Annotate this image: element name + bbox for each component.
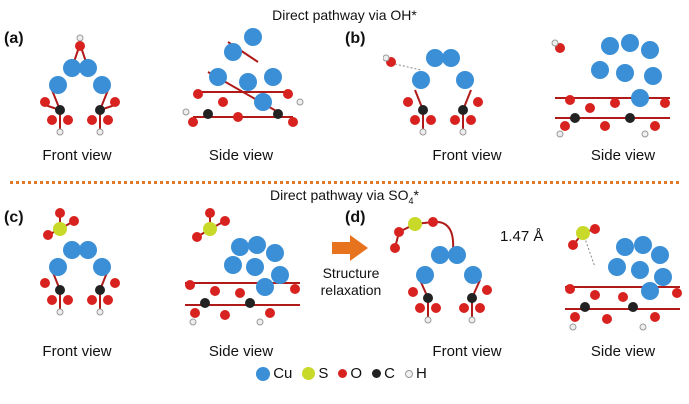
- structure-a-side: [182, 28, 304, 127]
- structure-c-front: [40, 208, 120, 316]
- legend-label-o: O: [350, 365, 363, 382]
- relaxation-caption: Structure relaxation: [309, 265, 393, 299]
- title-so4-pathway: Direct pathway via SO4*: [270, 187, 419, 206]
- view-label-a-front: Front view: [42, 147, 112, 164]
- view-label-c-front: Front view: [42, 343, 112, 360]
- view-label-c-side: Side view: [208, 343, 274, 360]
- atom-legend: Cu S O C H: [0, 365, 689, 382]
- c-atom-icon: [372, 369, 382, 378]
- bond-distance-label: 1.47 Å: [500, 228, 544, 245]
- title-oh-pathway: Direct pathway via OH*: [272, 7, 417, 23]
- legend-item-o: O: [338, 365, 362, 382]
- view-label-d-front: Front view: [432, 343, 502, 360]
- legend-label-c: C: [384, 365, 395, 382]
- structure-c-side: [185, 208, 300, 326]
- legend-label-cu: Cu: [273, 365, 293, 382]
- legend-item-h: H: [404, 365, 427, 382]
- legend-label-s: S: [318, 365, 329, 382]
- section-divider: [10, 181, 679, 184]
- panel-label-b: (b): [345, 30, 366, 47]
- panel-label-d: (d): [345, 209, 366, 226]
- structure-d-side: [565, 224, 682, 331]
- h-atom-icon: [404, 369, 413, 378]
- legend-label-h: H: [415, 365, 427, 382]
- structure-d-front: [390, 217, 492, 324]
- structure-b-front: [383, 49, 483, 136]
- legend-item-cu: Cu: [256, 365, 292, 382]
- panel-label-a: (a): [4, 30, 24, 47]
- s-atom-icon: [302, 367, 316, 380]
- legend-item-s: S: [302, 365, 328, 382]
- relaxation-line-2: relaxation: [320, 282, 382, 298]
- panel-label-c: (c): [4, 209, 24, 226]
- view-label-b-front: Front view: [432, 147, 502, 164]
- view-label-b-side: Side view: [590, 147, 656, 164]
- structure-a-front: [40, 34, 120, 136]
- cu-atom-icon: [256, 366, 271, 381]
- relaxation-line-1: Structure: [322, 265, 380, 281]
- relaxation-arrow-icon: [332, 235, 368, 261]
- view-label-a-side: Side view: [208, 147, 274, 164]
- structure-b-side: [551, 34, 670, 138]
- legend-item-c: C: [372, 365, 395, 382]
- view-label-d-side: Side view: [590, 343, 656, 360]
- o-atom-icon: [338, 369, 348, 378]
